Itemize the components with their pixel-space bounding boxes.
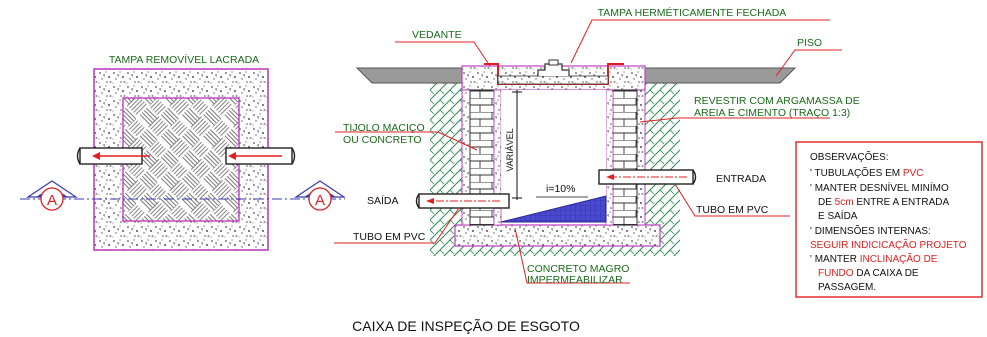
observations-heading: OBSERVAÇÕES:	[810, 150, 889, 163]
lid-leader	[570, 19, 830, 64]
section-mark-left: A	[26, 180, 78, 211]
seal-leader	[395, 41, 491, 67]
seal-label: VEDANTE	[412, 29, 462, 41]
inner-render-right	[605, 89, 614, 226]
base-leader	[514, 227, 630, 284]
wall-render-right	[636, 89, 646, 226]
drawing-title: CAIXA DE INSPEÇÃO DE ESGOTO	[352, 318, 580, 334]
section-mark-right: A	[294, 180, 346, 211]
brick-label-line-2: OU CONCRETO	[343, 134, 422, 146]
slope-label: i=10%	[546, 183, 575, 195]
plan-pipe-left	[76, 147, 150, 165]
observation-line: DE 5cm ENTRE A ENTRADA	[818, 197, 949, 208]
render-label-line-1: REVESTIR COM ARGAMASSA DE	[694, 95, 860, 107]
brick-leader	[335, 131, 478, 151]
inlet-label: ENTRADA	[716, 173, 766, 185]
observation-line: ' MANTER DESNÍVEL MINÍMO	[810, 181, 949, 194]
pipe-left-leader	[334, 207, 460, 244]
inlet-pipe	[598, 169, 697, 185]
observation-line: ' MANTER INCLINAÇÃO DE	[810, 252, 938, 265]
plan-lid-label: TAMPA REMOVÍVEL LACRADA	[109, 53, 259, 66]
observation-line: SEGUIR INDICICAÇÃO PROJETO	[810, 238, 967, 251]
concrete-base	[454, 224, 661, 247]
hermetic-lid	[484, 59, 624, 85]
observations-box: OBSERVAÇÕES: ' TUBULAÇÕES EM PVC ' MANTE…	[795, 141, 983, 298]
brick-wall-right	[612, 89, 638, 226]
floor-label: PISO	[797, 37, 822, 49]
pipe-left-label: TUBO EM PVC	[353, 231, 426, 243]
brick-label-line-1: TIJOLO MACIÇO	[343, 122, 425, 134]
variable-height-dimension: VARIÁVEL	[505, 90, 522, 200]
pipe-right-label: TUBO EM PVC	[696, 204, 769, 216]
render-leader	[639, 117, 830, 123]
render-label-line-2: AREIA E CIMENTO (TRAÇO 1:3)	[694, 107, 850, 119]
lid-label: TAMPA HERMÉTICAMENTE FECHADA	[598, 6, 787, 19]
observation-line: PASSAGEM.	[818, 282, 876, 293]
section-mark-label: A	[47, 192, 57, 209]
observation-line: ' DIMENSÕES INTERNAS:	[810, 224, 931, 237]
base-label-line-2: IMPERMEABILIZAR	[527, 274, 623, 286]
observation-line: FUNDO DA CAIXA DE	[818, 268, 919, 279]
plan-pipe-right	[225, 147, 296, 165]
sloped-bottom-fill	[500, 195, 607, 223]
section-view: VARIÁVEL i=10% TAMPA HERMÉTICAMENTE FECH…	[334, 6, 860, 286]
box-interior	[501, 90, 606, 200]
floor-leader	[775, 49, 842, 77]
section-mark-label: A	[315, 192, 325, 209]
outlet-pipe	[415, 193, 510, 209]
base-label-line-1: CONCRETO MAGRO	[527, 263, 629, 275]
pipe-right-leader	[674, 183, 790, 217]
observation-line: E SAÍDA	[818, 209, 858, 222]
plan-view: A A TAMPA REMOVÍVEL LACRADA	[20, 53, 346, 251]
outlet-label: SAÍDA	[367, 194, 399, 207]
observation-line: ' TUBULAÇÕES EM PVC	[810, 166, 923, 179]
variable-height-label: VARIÁVEL	[505, 128, 515, 171]
